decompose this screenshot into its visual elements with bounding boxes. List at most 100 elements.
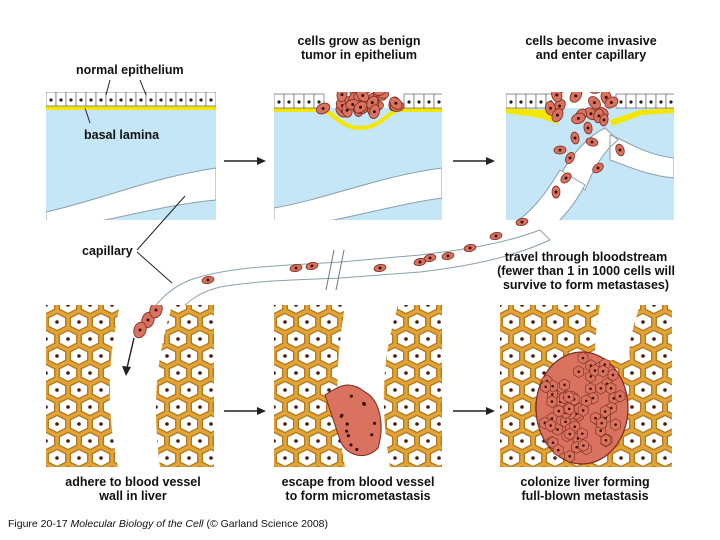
liver-cell [224, 415, 241, 432]
cell-nucleus [220, 405, 224, 409]
caption-suffix: (© Garland Science 2008) [203, 518, 328, 530]
cell-nucleus [346, 434, 350, 438]
panel-benign-tumor [274, 86, 442, 220]
cell-nucleus [307, 100, 311, 104]
cell-nucleus [361, 94, 365, 98]
cell-nucleus [611, 373, 615, 377]
cell-nucleus [531, 456, 535, 460]
liver-cell [452, 347, 469, 364]
tumor-cell [549, 65, 561, 80]
liver-cell [541, 465, 547, 467]
cell-nucleus [149, 98, 153, 102]
cell-nucleus [46, 371, 48, 375]
cell-nucleus [629, 100, 633, 104]
liver-cell [429, 312, 442, 332]
cell-nucleus [652, 305, 656, 307]
vessel-break-mark [335, 249, 345, 291]
cell-nucleus [641, 320, 645, 324]
liver-cell [46, 363, 56, 383]
cell-nucleus [99, 388, 103, 392]
cell-nucleus [555, 93, 559, 97]
liver-cell [109, 465, 115, 467]
arrow-right [453, 407, 495, 415]
cell-nucleus [618, 148, 622, 152]
liver-blood-vessel [109, 305, 172, 467]
cell-nucleus [568, 432, 572, 436]
liver-cell [452, 381, 469, 398]
cell-nucleus [187, 388, 191, 392]
cell-nucleus [551, 393, 554, 396]
cell-nucleus [630, 439, 634, 443]
cell-nucleus [542, 305, 546, 307]
liver-cell [585, 465, 591, 467]
cell-nucleus [378, 266, 382, 270]
caption-prefix: Figure 20-17 [8, 518, 71, 530]
liver-cell [440, 401, 442, 413]
cell-nucleus [659, 100, 663, 104]
flow-arrowhead [122, 366, 131, 376]
cell-nucleus [614, 423, 617, 426]
cell-nucleus [55, 354, 59, 358]
cell-nucleus [366, 86, 369, 89]
cell-nucleus [55, 320, 59, 324]
cell-nucleus [563, 383, 566, 387]
liver-cell [500, 305, 510, 315]
cell-nucleus [231, 456, 235, 460]
cell-nucleus [553, 354, 557, 358]
cell-nucleus [287, 100, 291, 104]
cell-nucleus [639, 100, 643, 104]
liver-cell [429, 448, 442, 467]
cell-nucleus [597, 114, 601, 118]
cell-nucleus [176, 305, 180, 307]
cell-nucleus [220, 303, 224, 307]
cell-nucleus [685, 320, 689, 324]
cell-nucleus [582, 444, 585, 447]
cell-nucleus [531, 320, 535, 324]
cell-nucleus [426, 371, 430, 375]
pointer-line [136, 195, 186, 251]
cell-nucleus [355, 447, 359, 452]
cell-nucleus [316, 305, 320, 307]
cell-nucleus [415, 354, 419, 358]
liver-cell [452, 313, 469, 330]
cell-nucleus [220, 371, 224, 375]
cell-nucleus [187, 354, 191, 358]
cell-nucleus [468, 246, 472, 250]
cell-nucleus [426, 439, 430, 443]
label-basal-lamina: basal lamina [84, 128, 160, 142]
cell-nucleus [498, 473, 502, 477]
cell-nucleus [415, 388, 419, 392]
cell-nucleus [500, 305, 502, 307]
cell-nucleus [674, 371, 678, 375]
cell-nucleus [358, 105, 362, 109]
cell-nucleus [604, 95, 608, 99]
capillary-vessel [46, 167, 216, 220]
cell-nucleus [600, 421, 604, 425]
cell-nucleus [594, 416, 597, 420]
basal-lamina [274, 108, 442, 130]
cell-nucleus [630, 405, 634, 409]
cell-nucleus [604, 83, 607, 86]
pointer-line [139, 79, 147, 96]
tumor-cell [562, 65, 576, 81]
flow-arrow [126, 337, 135, 369]
liver-cell [337, 465, 343, 467]
cell-nucleus [283, 320, 287, 324]
cell-nucleus [437, 422, 441, 426]
pointer-line [84, 107, 91, 124]
cell-nucleus [448, 337, 452, 341]
cell-nucleus [327, 456, 331, 460]
cell-nucleus [187, 320, 191, 324]
cell-nucleus [652, 439, 656, 443]
liver-cell [201, 346, 214, 366]
cell-nucleus [554, 74, 557, 77]
cell-nucleus [674, 303, 678, 307]
cell-nucleus [602, 118, 606, 122]
liver-cell [563, 465, 569, 467]
cell-nucleus [604, 438, 608, 442]
cell-nucleus [652, 405, 656, 409]
cell-nucleus [321, 107, 325, 111]
cell-nucleus [575, 320, 579, 324]
